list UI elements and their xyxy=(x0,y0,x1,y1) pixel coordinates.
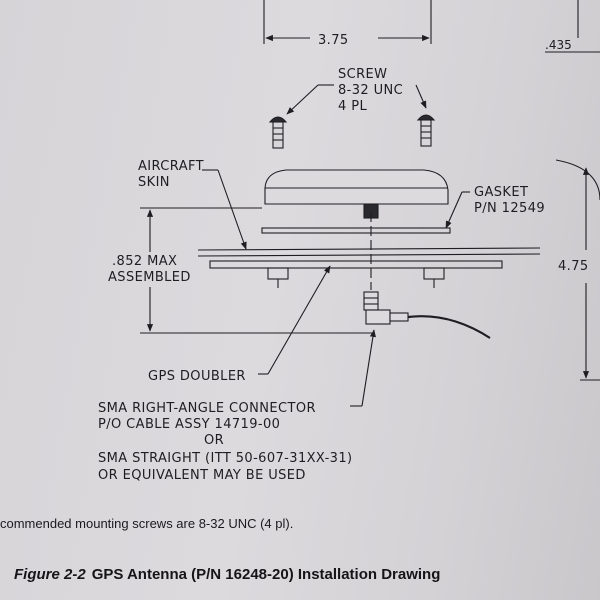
antenna-body xyxy=(264,169,449,205)
figure-caption: Figure 2-2 GPS Antenna (P/N 16248-20) Ins… xyxy=(14,566,440,583)
coax-cable xyxy=(407,315,491,339)
sma-connector xyxy=(363,291,409,325)
screw-label-line3: 4 PL xyxy=(338,99,367,114)
aircraft-skin-bottom xyxy=(197,253,541,257)
screw-leader-right xyxy=(415,84,427,109)
right-nut xyxy=(423,267,445,280)
connector-label-line4: SMA STRAIGHT (ITT 50-607-31XX-31) xyxy=(98,451,352,466)
left-nut xyxy=(267,267,289,280)
height-dimension-value: 4.75 xyxy=(558,259,589,274)
screw-label-line2: 8-32 UNC xyxy=(338,83,403,98)
width-dimension-value: 3.75 xyxy=(318,33,349,48)
top-right-dimension-value: .435 xyxy=(545,38,572,52)
gasket-label-line2: P/N 12549 xyxy=(474,201,545,216)
gps-doubler-label: GPS DOUBLER xyxy=(148,369,246,384)
screw-leader-diag xyxy=(286,84,319,115)
connector-label-line2: P/O CABLE ASSY 14719-00 xyxy=(98,417,280,432)
screw-label-line1: SCREW xyxy=(338,67,387,82)
right-outline-curve xyxy=(555,159,600,201)
connector-label-line3: OR xyxy=(204,433,224,448)
aircraft-skin-top xyxy=(197,247,541,251)
aircraft-skin-label-line2: SKIN xyxy=(138,175,170,190)
connector-label-line1: SMA RIGHT-ANGLE CONNECTOR xyxy=(98,401,316,416)
gasket xyxy=(261,227,451,234)
connector-label-line5: OR EQUIVALENT MAY BE USED xyxy=(98,468,306,483)
figure-number: Figure 2-2 xyxy=(14,566,86,583)
max-assembled-line2: ASSEMBLED xyxy=(108,270,191,285)
figure-title: GPS Antenna (P/N 16248-20) Installation … xyxy=(91,566,441,583)
connector-leader-diag xyxy=(361,329,376,407)
mounting-note: commended mounting screws are 8-32 UNC (… xyxy=(0,516,294,531)
gasket-leader xyxy=(445,191,463,229)
right-screw xyxy=(416,114,436,147)
skin-leader xyxy=(217,169,247,250)
aircraft-skin-label-line1: AIRCRAFT xyxy=(138,159,204,174)
max-assembled-line1: .852 MAX xyxy=(112,254,177,269)
doubler-leader-diag xyxy=(267,265,331,375)
gps-doubler xyxy=(209,260,503,269)
left-screw xyxy=(268,116,288,149)
gasket-label-line1: GASKET xyxy=(474,185,528,200)
